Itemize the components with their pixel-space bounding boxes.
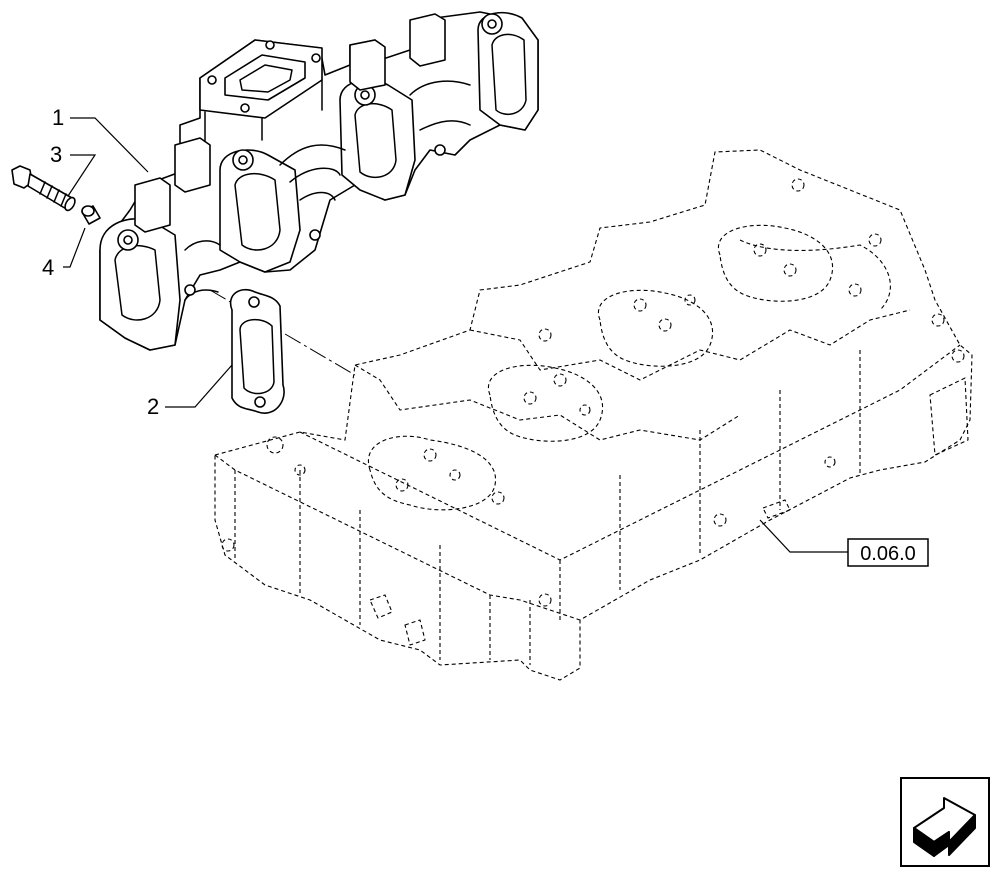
arrow-icon[interactable] [900, 777, 990, 867]
cylinder-head-outline [214, 149, 973, 681]
leader-ref [759, 519, 848, 553]
manifold-gasket [229, 288, 285, 414]
callout-2: 2 [147, 394, 159, 419]
leader-2 [165, 364, 233, 408]
spacer [81, 205, 101, 225]
bolt [11, 165, 76, 212]
callout-1: 1 [52, 105, 64, 130]
alignment-axis-line [209, 289, 356, 376]
head-bolt-holes [221, 178, 965, 607]
exhaust-manifold [99, 11, 539, 351]
leader-3 [67, 154, 97, 197]
callout-3: 3 [50, 142, 62, 167]
leader-1 [70, 117, 149, 173]
callout-4: 4 [42, 255, 54, 280]
reference-box[interactable]: 0.06.0 [847, 538, 929, 567]
leader-4 [63, 227, 86, 268]
reference-label: 0.06.0 [860, 543, 916, 565]
